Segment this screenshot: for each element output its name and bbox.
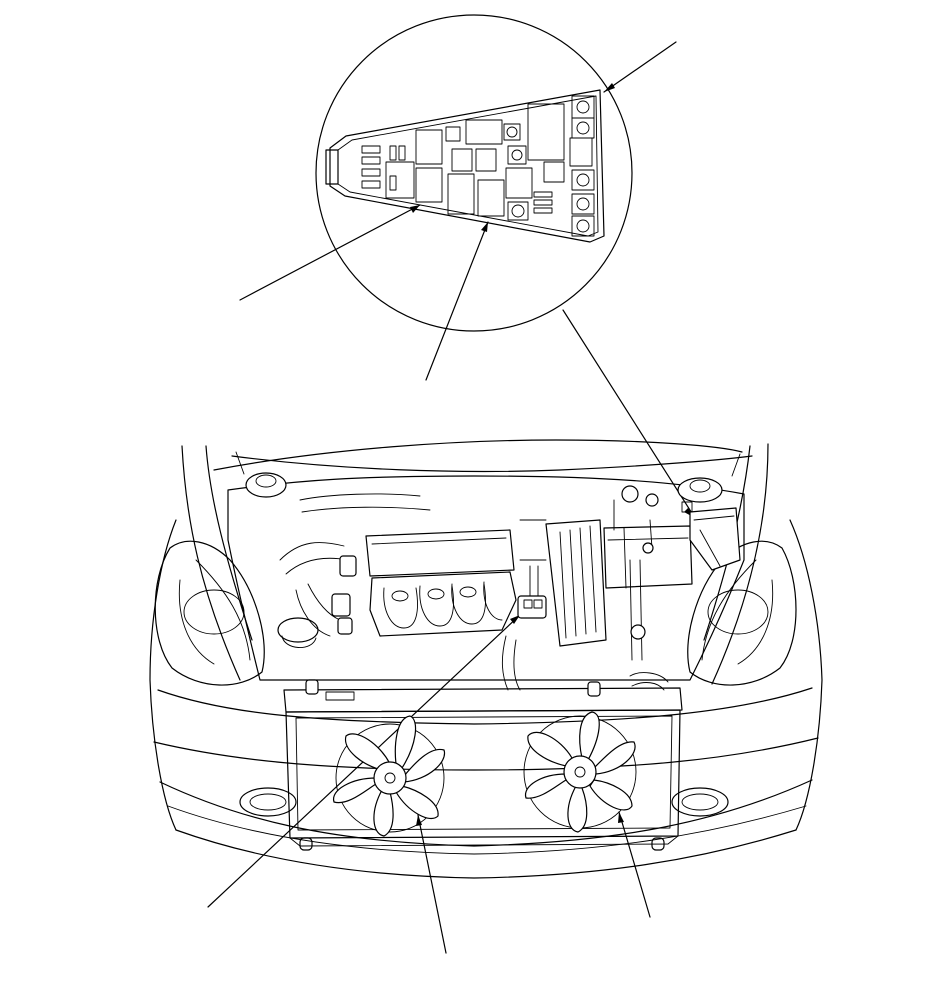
radiator-assembly	[284, 680, 682, 846]
engine-compartment	[228, 473, 744, 690]
intake-runners	[384, 582, 502, 628]
under-hood-relay-box-icon	[326, 90, 604, 242]
relay-box-location-icon	[682, 502, 740, 570]
leader-relay-a	[240, 205, 420, 300]
radiator-fan-icon	[334, 716, 445, 836]
leader-relay-b	[426, 222, 488, 380]
leader-radiator-fan	[418, 815, 446, 953]
leader-relay-box	[604, 42, 676, 92]
detail-circle	[316, 15, 632, 331]
vehicle-front	[150, 440, 822, 878]
leader-lines	[208, 42, 695, 953]
sensor-connector-icon	[518, 566, 546, 618]
detail-callout	[316, 15, 632, 331]
leader-location	[563, 310, 695, 518]
leader-condenser-fan	[619, 812, 650, 917]
condenser-fan-icon	[524, 712, 636, 832]
air-cleaner-ribs	[560, 526, 596, 638]
